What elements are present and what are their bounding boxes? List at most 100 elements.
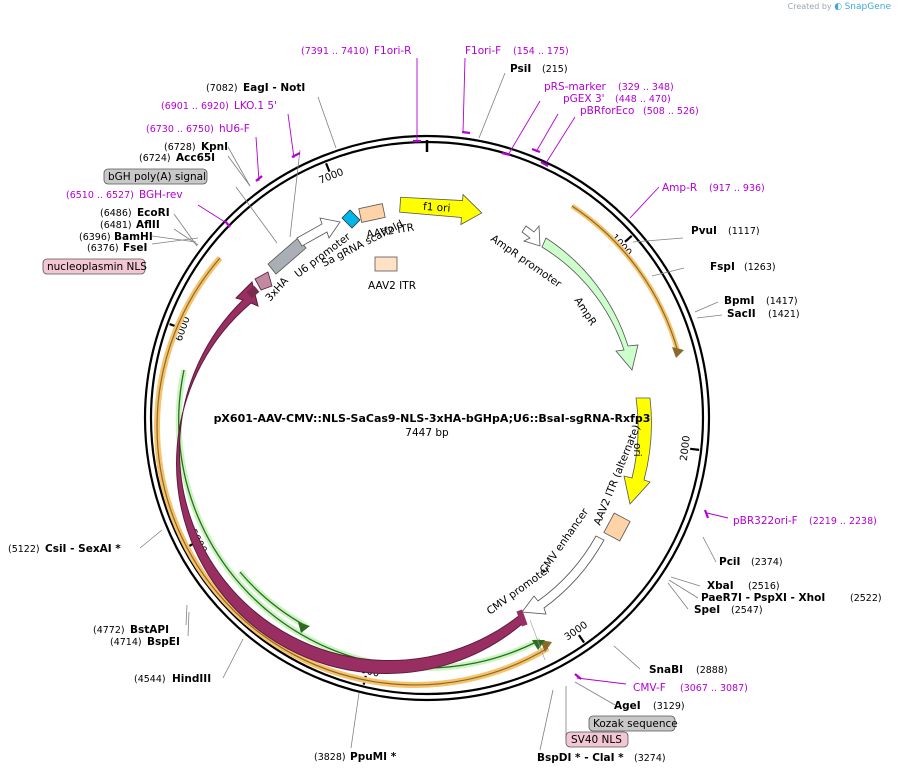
site-hindiii[interactable]: HindIII [172,673,211,685]
site-aflii[interactable]: AflII [136,219,160,231]
3xha-feature[interactable] [254,271,273,291]
site-ecori[interactable]: EcoRI [137,207,170,219]
site-sacii[interactable]: SacII [727,308,756,320]
snapgene-credit: Created by ◐ SnapGene [788,2,891,12]
backbone-outer-ring [143,134,711,702]
site-csii-pos: (5122) [8,544,40,555]
ampr-promoter-feature[interactable] [521,224,541,247]
site-pcii[interactable]: PciI [719,556,740,568]
site-eagi-noti-pos: (7082) [206,83,238,94]
site-ecori-pos: (6486) [100,208,132,219]
nucleoplasmin-nls-box [246,285,260,299]
f1-ori-label: f1 ori [423,201,451,215]
site-spei-pos: (2547) [731,605,763,616]
site-xbai-pos: (2516) [748,581,780,592]
primer-pbr322ori-f[interactable]: pBR322ori-F [733,515,798,527]
primer-f1ori-f-pos: (154 .. 175) [513,46,569,57]
sv40-nls-box [516,609,528,627]
sv40-nls-label-box[interactable] [565,731,629,748]
aav2-itr-feature-1[interactable] [358,203,386,223]
primer-pgex3[interactable]: pGEX 3' [563,93,605,105]
credit-brand: SnapGene [844,2,891,12]
cmv-enhancer-feature[interactable] [521,535,605,615]
site-fsei[interactable]: FseI [123,242,147,254]
primer-labels: (7391 .. 7410) F1ori-R F1ori-F (154 .. 1… [66,45,877,694]
site-pvui-pos: (1117) [728,226,760,237]
aav2-itr-alternate-feature[interactable] [603,512,631,542]
plasmid-length: 7447 bp [405,427,449,439]
bgh-polya-label-box[interactable] [103,168,208,185]
cas9-end-connector [529,619,546,661]
green-arc-inner-arrowhead [298,622,310,633]
aav2-itr-feature-2[interactable] [374,256,398,272]
primer-f1ori-f[interactable]: F1ori-F [465,45,501,57]
site-agei-pos: (3129) [653,701,685,712]
bgh-polya-label: bGH poly(A) signal [108,171,206,183]
primer-bgh-rev-pos: (6510 .. 6527) [66,190,134,201]
site-kpni[interactable]: KpnI [201,141,228,153]
sa-grna-scaffold-feature[interactable] [341,209,361,229]
site-spei[interactable]: SpeI [694,604,720,616]
site-snabi-pos: (2888) [696,665,728,676]
u6-promoter-feature[interactable] [296,217,341,247]
f1-ori-feature[interactable] [399,190,483,226]
site-paer7i-pspxi-xhoi[interactable]: PaeR7I - PspXI - XhoI [701,592,825,604]
site-csii-sexai[interactable]: CsiI - SexAI * [45,543,121,555]
site-bspei[interactable]: BspEI [147,636,180,648]
amp-highlight-arrowhead [672,347,684,358]
site-acc65i[interactable]: Acc65I [176,152,215,164]
primer-bgh-rev[interactable]: BGH-rev [139,189,183,201]
green-arc-outer-arrowhead [532,640,545,650]
bgh-polya-feature[interactable] [267,237,307,275]
site-kpni-pos: (6728) [164,142,196,153]
amp-highlight-arc-core [571,205,679,353]
ori-feature[interactable] [623,397,652,505]
cas9-green-arc-inner-core [239,571,307,627]
site-bspdi-clai[interactable]: BspDI * - ClaI * [537,752,624,764]
site-hindiii-pos: (4544) [134,674,166,685]
credit-prefix: Created by [787,2,832,11]
site-bstapi[interactable]: BstAPI [130,624,169,636]
plasmid-name: pX601-AAV-CMV::NLS-SaCas9-NLS-3xHA-bGHpA… [214,412,651,425]
primer-amp-r-pos: (917 .. 936) [709,183,765,194]
site-bamhi[interactable]: BamHI [114,231,153,243]
primer-amp-r[interactable]: Amp-R [662,182,697,194]
site-pvui[interactable]: PvuI [691,225,717,237]
site-eagi-noti[interactable]: EagI - NotI [243,82,305,94]
site-aflii-pos: (6481) [100,220,132,231]
primer-hu6-f-pos: (6730 .. 6750) [146,124,214,135]
tick-label: 7000 [318,167,346,187]
primer-pgex3-pos: (448 .. 470) [615,94,671,105]
site-ppumi-pos: (3828) [314,752,346,763]
primer-leader-lines [197,57,729,685]
kozak-label: Kozak sequence [593,718,678,730]
site-agei[interactable]: AgeI [614,700,641,712]
site-xbai[interactable]: XbaI [707,580,734,592]
sacas9-label: SaCas9 [256,545,291,585]
primer-markers [224,130,710,680]
sacas9-feature[interactable] [175,281,523,675]
site-fspi[interactable]: FspI [710,261,735,273]
primer-cmv-f[interactable]: CMV-F [633,682,666,694]
boxed-labels: bGH poly(A) signal nucleoplasmin NLS Koz… [42,168,678,748]
site-psii[interactable]: PsiI [510,63,531,75]
nucleoplasmin-nls-label-box[interactable] [42,258,146,275]
primer-prs-marker[interactable]: pRS-marker [544,81,607,93]
site-pcii-pos: (2374) [751,557,783,568]
ampr-label: AmpR [571,295,598,328]
primer-f1ori-r[interactable]: F1ori-R [374,45,411,57]
site-bpmi[interactable]: BpmI [724,295,754,307]
site-sacii-pos: (1421) [768,309,800,320]
primer-pbrforeco[interactable]: pBRforEco [580,105,634,117]
site-snabi[interactable]: SnaBI [649,664,683,676]
primer-lko1-pos: (6901 .. 6920) [161,101,229,112]
cas9-green-arc-outer-core [178,369,541,669]
primer-f1ori-r-pos: (7391 .. 7410) [301,46,369,57]
kozak-label-box[interactable] [588,715,676,732]
tick-mark [690,447,700,451]
site-ppumi[interactable]: PpuMI * [350,751,397,763]
primer-hu6-f[interactable]: hU6-F [219,123,250,135]
primer-lko1[interactable]: LKO.1 5' [234,100,277,112]
leader-lines [139,72,723,751]
ampr-feature[interactable] [541,237,639,371]
